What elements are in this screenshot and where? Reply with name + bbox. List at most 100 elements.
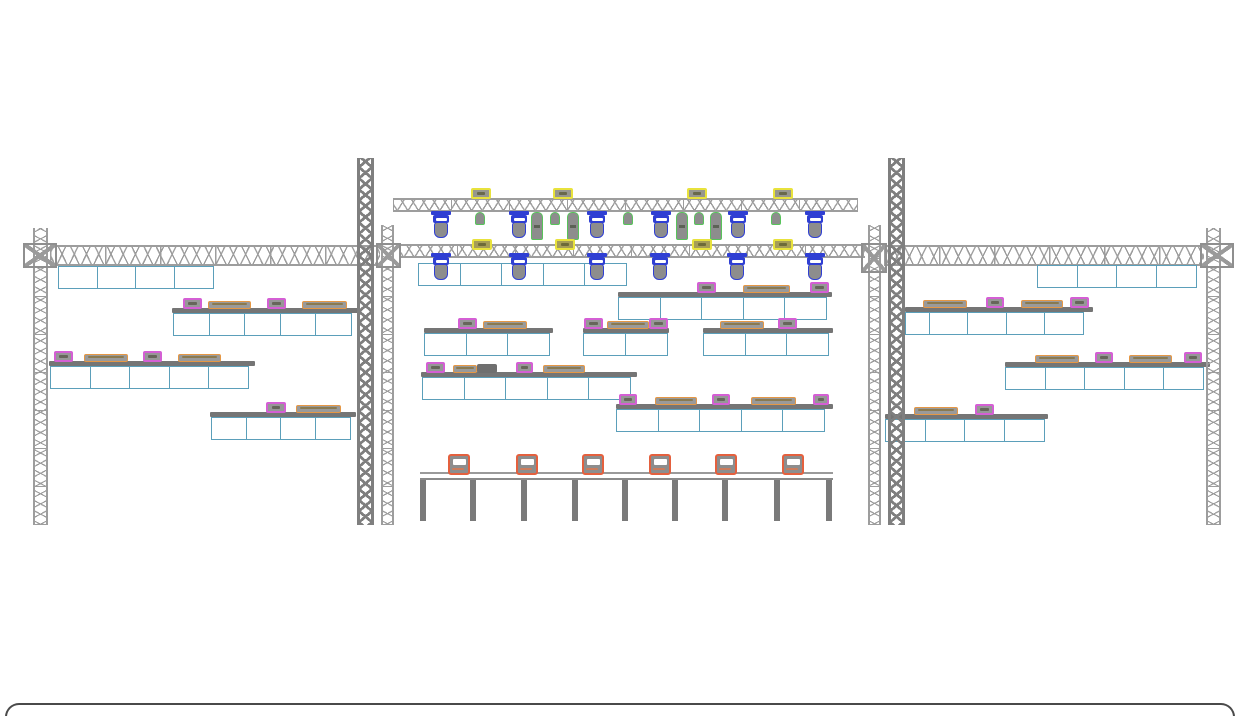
shelf-center-6-shelf <box>421 372 637 377</box>
shelf-center-5-shelf <box>703 328 833 333</box>
led-fixture-tall[interactable] <box>710 212 722 240</box>
moving-head-fixture[interactable] <box>508 211 530 238</box>
table-cell <box>659 297 703 320</box>
led-fixture-small[interactable] <box>771 212 781 225</box>
led-fixture-tall[interactable] <box>531 212 543 240</box>
equipment-case[interactable] <box>266 402 286 413</box>
truss-id-label[interactable] <box>773 188 793 199</box>
fixture-head <box>654 222 668 238</box>
equipment-bar[interactable] <box>751 397 796 405</box>
equipment-case[interactable] <box>458 318 477 329</box>
moving-head-fixture[interactable] <box>430 253 452 280</box>
equipment-case[interactable] <box>1184 352 1202 363</box>
stage-floor-outline <box>5 703 1235 716</box>
equipment-case[interactable] <box>619 394 637 405</box>
equipment-bar[interactable] <box>720 321 764 329</box>
equipment-bar[interactable] <box>1129 355 1172 363</box>
fixture-yoke <box>589 257 605 265</box>
table-cell <box>618 297 661 320</box>
moving-head-fixture[interactable] <box>586 211 608 238</box>
moving-head-fixture[interactable] <box>430 211 452 238</box>
moving-head-fixture[interactable] <box>508 253 530 280</box>
moving-head-fixture[interactable] <box>586 253 608 280</box>
moving-head-fixture[interactable] <box>727 211 749 238</box>
equipment-case[interactable] <box>426 362 445 373</box>
equipment-bar[interactable] <box>208 301 251 309</box>
led-fixture-tall[interactable] <box>676 212 688 240</box>
moving-head-fixture[interactable] <box>650 211 672 238</box>
equipment-case[interactable] <box>183 298 202 309</box>
equipment-block[interactable] <box>477 364 497 373</box>
led-fixture-small[interactable] <box>550 212 560 225</box>
truss-id-label[interactable] <box>555 239 575 250</box>
moving-head-fixture[interactable] <box>804 211 826 238</box>
beam-right <box>884 245 1204 266</box>
truss-id-label[interactable] <box>687 188 707 199</box>
equipment-bar[interactable] <box>543 365 585 373</box>
floor-fixture[interactable] <box>516 454 538 475</box>
equipment-case[interactable] <box>712 394 730 405</box>
truss-id-label[interactable] <box>692 239 712 250</box>
led-fixture-small[interactable] <box>475 212 485 225</box>
shelf-right-3-table-row <box>1005 367 1204 390</box>
equipment-bar[interactable] <box>178 354 221 362</box>
table-cell <box>624 333 668 356</box>
equipment-bar[interactable] <box>655 397 697 405</box>
moving-head-fixture[interactable] <box>804 253 826 280</box>
equipment-case[interactable] <box>778 318 797 329</box>
equipment-case[interactable] <box>267 298 286 309</box>
equipment-bar[interactable] <box>296 405 341 413</box>
shelf-right-2-shelf <box>905 307 1093 312</box>
led-fixture-tall[interactable] <box>567 212 579 240</box>
table-cell <box>1123 367 1165 390</box>
truss-id-label[interactable] <box>471 188 491 199</box>
floor-fixture[interactable] <box>448 454 470 475</box>
equipment-case[interactable] <box>649 318 668 329</box>
equipment-bar[interactable] <box>84 354 128 362</box>
floor-fixture[interactable] <box>582 454 604 475</box>
floor-fixture[interactable] <box>715 454 737 475</box>
table-cell <box>422 377 465 400</box>
led-fixture-small[interactable] <box>623 212 633 225</box>
shelf-left-3-table-row <box>50 366 249 389</box>
fixture-head <box>653 264 667 280</box>
table-cell <box>465 333 509 356</box>
floor-fixture[interactable] <box>649 454 671 475</box>
table-cell <box>1084 367 1125 390</box>
equipment-case[interactable] <box>143 351 162 362</box>
fixture-yoke <box>729 257 745 265</box>
truss-id-label[interactable] <box>553 188 573 199</box>
equipment-bar[interactable] <box>1021 300 1063 308</box>
equipment-case[interactable] <box>54 351 73 362</box>
fixture-clamp <box>431 211 451 215</box>
equipment-bar[interactable] <box>743 285 790 293</box>
fixture-clamp <box>650 253 670 257</box>
equipment-bar[interactable] <box>453 365 477 373</box>
equipment-case[interactable] <box>986 297 1004 308</box>
equipment-bar[interactable] <box>923 300 967 308</box>
equipment-case[interactable] <box>584 318 603 329</box>
equipment-bar[interactable] <box>914 407 958 415</box>
truss-id-label[interactable] <box>773 239 793 250</box>
led-fixture-small[interactable] <box>694 212 704 225</box>
table-cell <box>424 333 467 356</box>
equipment-bar[interactable] <box>302 301 347 309</box>
equipment-bar[interactable] <box>483 321 527 329</box>
fixture-clamp <box>587 211 607 215</box>
equipment-case[interactable] <box>516 362 533 373</box>
moving-head-fixture[interactable] <box>726 253 748 280</box>
equipment-case[interactable] <box>975 404 994 415</box>
equipment-bar[interactable] <box>607 321 649 329</box>
equipment-bar[interactable] <box>1035 355 1079 363</box>
equipment-case[interactable] <box>813 394 829 405</box>
equipment-case[interactable] <box>1070 297 1089 308</box>
fixture-yoke <box>807 215 823 223</box>
truss-id-label[interactable] <box>472 239 492 250</box>
equipment-case[interactable] <box>1095 352 1113 363</box>
equipment-case[interactable] <box>697 282 716 293</box>
table-cell <box>657 409 701 432</box>
equipment-case[interactable] <box>810 282 829 293</box>
floor-fixture[interactable] <box>782 454 804 475</box>
fixture-yoke <box>807 257 823 265</box>
moving-head-fixture[interactable] <box>649 253 671 280</box>
